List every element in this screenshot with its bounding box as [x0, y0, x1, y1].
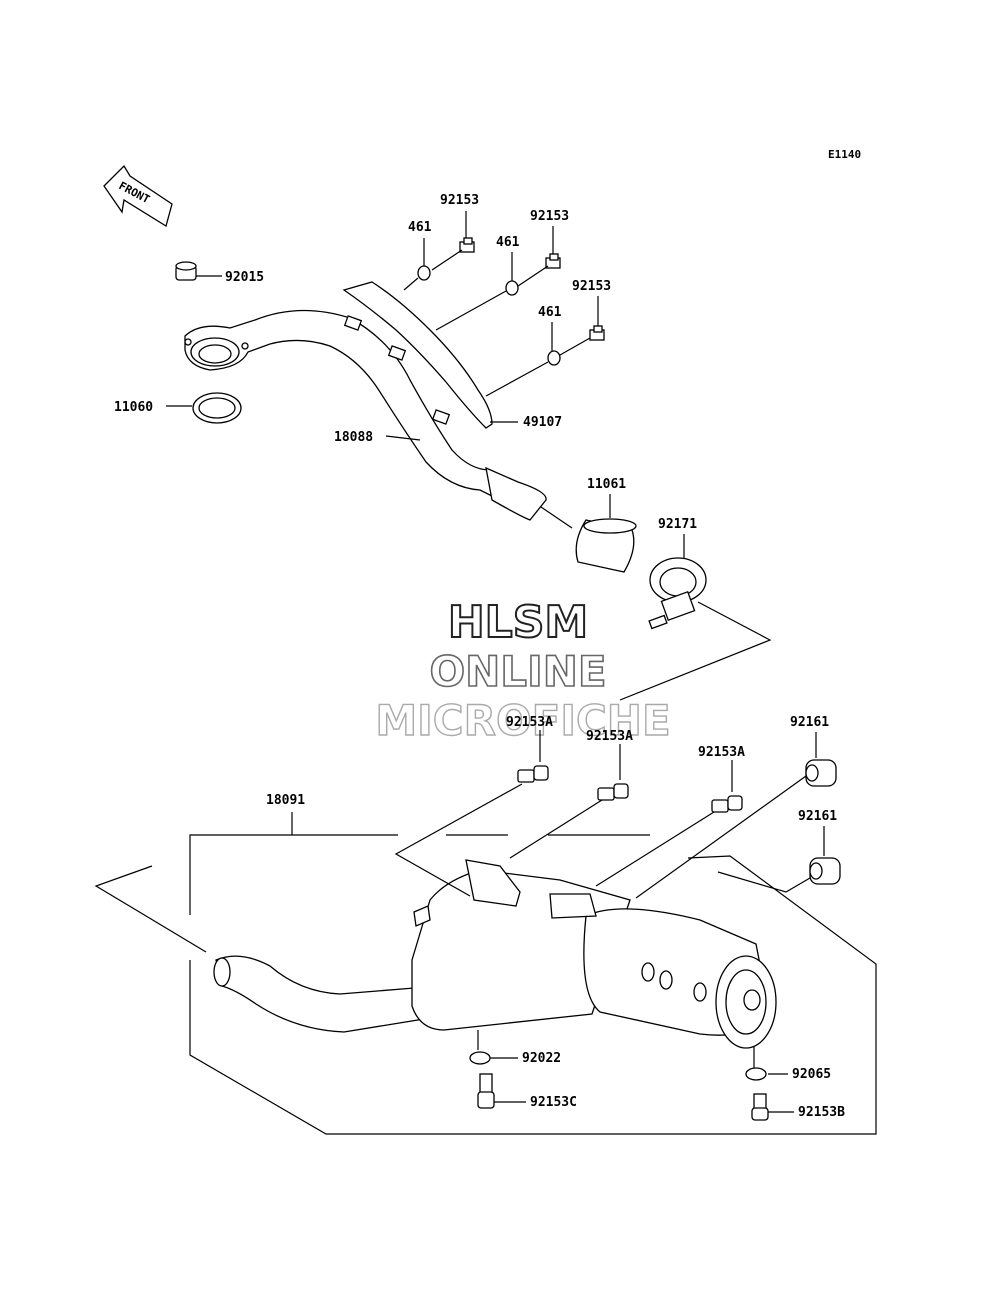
bolt-92153-b — [545, 253, 561, 269]
watermark-line1: HLSM — [448, 597, 588, 648]
clamp-leader — [619, 601, 772, 701]
label-92171: 92171 — [658, 517, 697, 532]
label-92015: 92015 — [225, 270, 264, 285]
label-92153B: 92153B — [798, 1105, 845, 1120]
heat-guard-49107 — [342, 281, 493, 429]
label-461-c: 461 — [538, 305, 562, 320]
washer-92065 — [745, 1067, 767, 1081]
muffler-drawing — [213, 859, 777, 1049]
nut-92015 — [175, 261, 197, 281]
label-11061: 11061 — [587, 477, 626, 492]
label-92065: 92065 — [792, 1067, 831, 1082]
grommet-92161-a — [805, 759, 837, 787]
bolt-92153A-3 — [711, 795, 743, 813]
label-11060: 11060 — [114, 400, 153, 415]
label-92153A-3: 92153A — [698, 745, 745, 760]
front-arrow-icon: FRONT — [103, 164, 173, 228]
watermark-line3: MICROFICHE — [375, 696, 670, 745]
bolt-92153A-2 — [597, 783, 629, 801]
watermark: HLSM ONLINE MICROFICHE — [375, 596, 672, 746]
label-92022: 92022 — [522, 1051, 561, 1066]
label-92153-c: 92153 — [572, 279, 611, 294]
bolt-92153C — [477, 1073, 495, 1109]
label-18088: 18088 — [334, 430, 373, 445]
label-461-a: 461 — [408, 220, 432, 235]
label-92153-a: 92153 — [440, 193, 479, 208]
bolt-92153B — [751, 1093, 769, 1121]
gasket-11060-inner — [198, 397, 236, 419]
grommet-92161-b — [809, 857, 841, 885]
header-pipe-drawing — [184, 309, 547, 521]
leader-lines-lower — [94, 730, 877, 1135]
bolt-92153-a — [459, 237, 475, 253]
label-18091: 18091 — [266, 793, 305, 808]
watermark-line2: ONLINE — [429, 647, 606, 696]
label-461-b: 461 — [496, 235, 520, 250]
sleeve-11061 — [575, 518, 637, 573]
bolt-92153-c — [589, 325, 605, 341]
washer-461-b — [505, 280, 519, 296]
label-92153-b: 92153 — [530, 209, 569, 224]
washer-461-a — [417, 265, 431, 281]
diagram-code: E1140 — [828, 148, 861, 161]
bolt-92153A-1 — [517, 765, 549, 783]
clamp-92171 — [648, 557, 707, 630]
washer-461-c — [547, 350, 561, 366]
label-92161-b: 92161 — [798, 809, 837, 824]
label-92161-a: 92161 — [790, 715, 829, 730]
label-49107: 49107 — [523, 415, 562, 430]
leader-lines-upper — [166, 211, 685, 560]
label-92153A-2: 92153A — [586, 729, 633, 744]
washer-92022 — [469, 1051, 491, 1065]
label-92153C: 92153C — [530, 1095, 577, 1110]
label-92153A-1: 92153A — [506, 715, 553, 730]
